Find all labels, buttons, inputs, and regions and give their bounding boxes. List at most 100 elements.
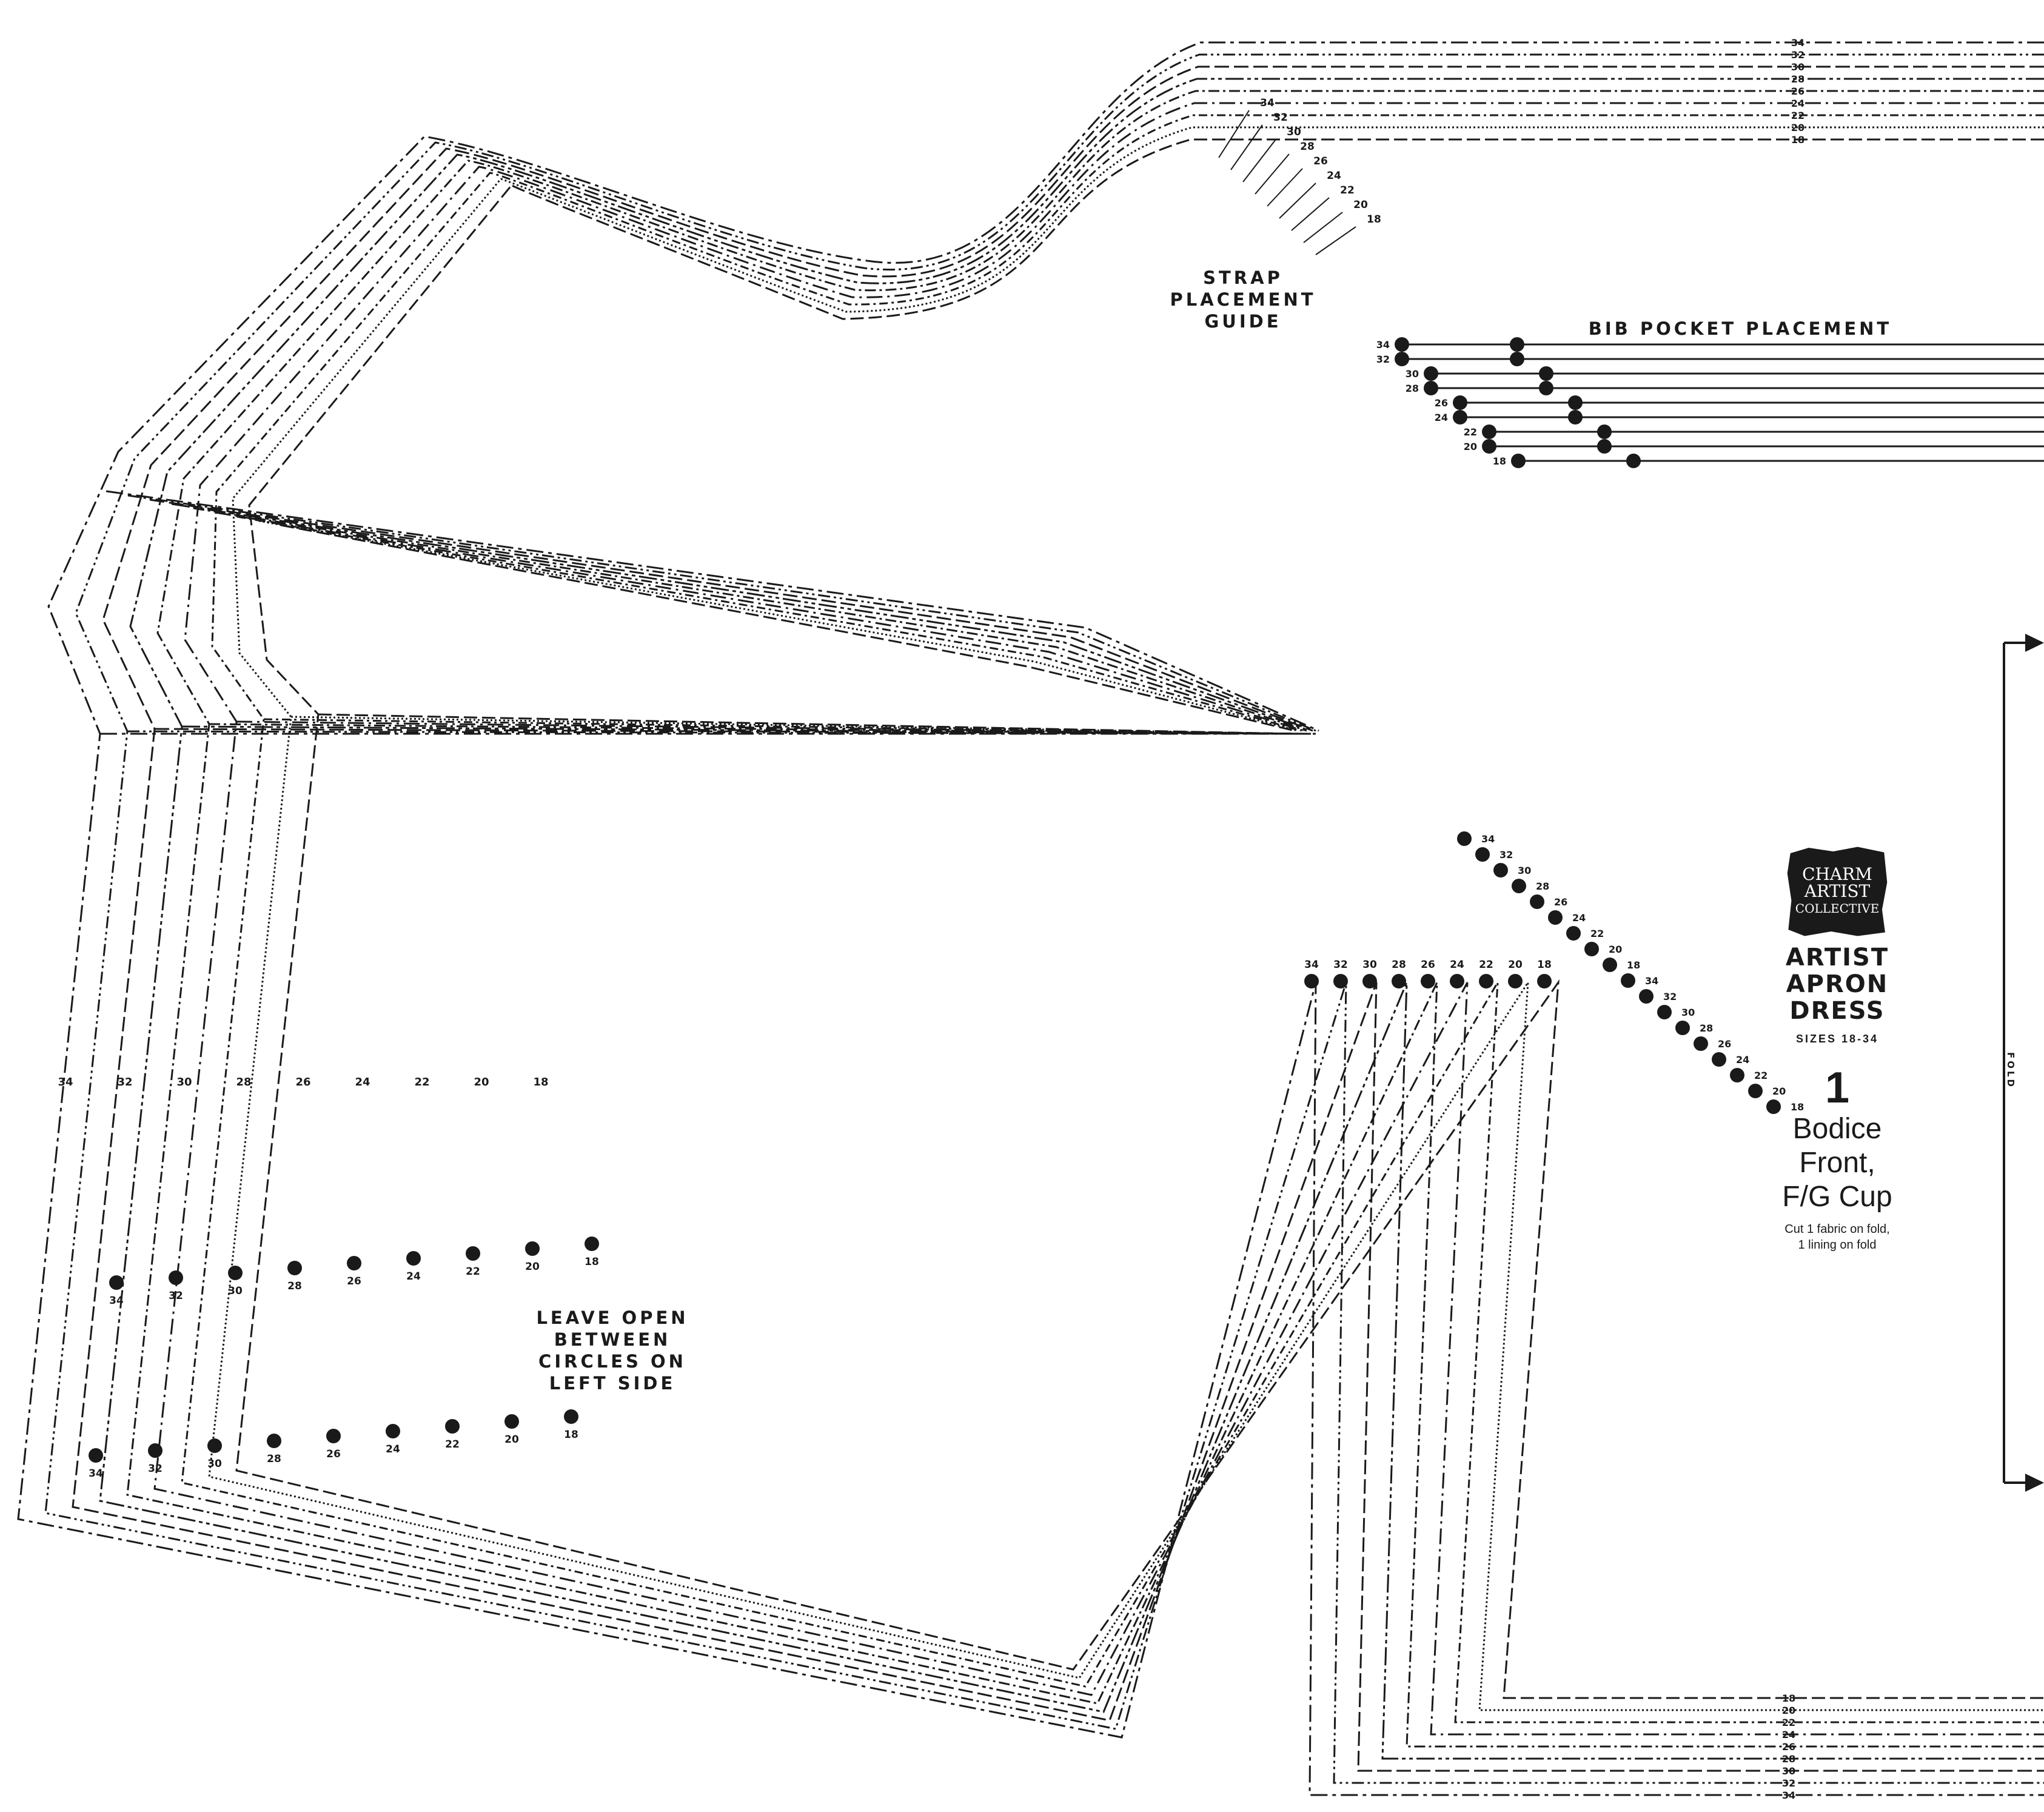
strap-size-label: 24 bbox=[1327, 170, 1341, 182]
strap-size-label: 22 bbox=[1340, 184, 1355, 196]
left-side-size-label: 28 bbox=[236, 1076, 251, 1089]
cluster-dot-label: 26 bbox=[1554, 896, 1567, 908]
cluster-dot-label: 24 bbox=[1572, 912, 1586, 924]
pattern-name-line: DRESS bbox=[1789, 997, 1885, 1025]
leave-open-dot bbox=[267, 1434, 281, 1448]
bottom-edge-size-label: 24 bbox=[1782, 1729, 1795, 1740]
bib-pocket-dot bbox=[1597, 439, 1612, 454]
bib-pocket-dot bbox=[1453, 395, 1467, 410]
cluster-dot bbox=[1584, 942, 1599, 956]
bib-pocket-dot bbox=[1424, 381, 1438, 395]
cluster-dot bbox=[1457, 831, 1472, 846]
bib-pocket-size-label: 32 bbox=[1376, 354, 1390, 365]
leave-open-dot bbox=[228, 1266, 243, 1280]
leave-open-dot-label: 20 bbox=[504, 1434, 519, 1446]
piece-name-line: F/G Cup bbox=[1782, 1181, 1892, 1213]
top-edge-size-label: 28 bbox=[1791, 73, 1804, 85]
leave-open-dot bbox=[287, 1261, 302, 1275]
strap-size-label: 32 bbox=[1273, 112, 1288, 124]
cluster-dot bbox=[1694, 1036, 1708, 1051]
fold-label: FOLD bbox=[2005, 1052, 2016, 1090]
left-side-size-label: 26 bbox=[295, 1076, 310, 1089]
leave-open-line: LEAVE OPEN bbox=[536, 1307, 689, 1328]
top-edge-size-label: 18 bbox=[1791, 134, 1804, 146]
size-range: SIZES 18-34 bbox=[1795, 1033, 1879, 1045]
strap-guide-line bbox=[1242, 139, 1276, 183]
panel-dot bbox=[1392, 974, 1406, 988]
cluster-dot bbox=[1639, 989, 1654, 1004]
panel-dot-label: 26 bbox=[1421, 959, 1435, 971]
cluster-dot-label: 18 bbox=[1627, 959, 1640, 971]
cluster-dot-label: 30 bbox=[1518, 865, 1531, 876]
leave-open-dot bbox=[445, 1419, 460, 1434]
bib-pocket-dot bbox=[1453, 410, 1467, 424]
bottom-edge-size-label: 28 bbox=[1782, 1753, 1795, 1765]
top-edge-size-label: 34 bbox=[1791, 37, 1804, 49]
strap-size-label: 18 bbox=[1367, 213, 1381, 226]
leave-open-dot bbox=[347, 1256, 361, 1270]
left-side-size-label: 30 bbox=[176, 1076, 192, 1089]
cluster-dot bbox=[1603, 958, 1617, 972]
size-20-outline bbox=[208, 126, 2044, 1711]
strap-guide-line bbox=[1279, 183, 1316, 219]
panel-dot bbox=[1333, 974, 1348, 988]
leave-open-dot-label: 30 bbox=[207, 1458, 222, 1470]
bib-pocket-dot bbox=[1568, 395, 1583, 410]
cluster-dot bbox=[1493, 863, 1508, 877]
bib-pocket-dot bbox=[1568, 410, 1583, 424]
leave-open-dot-label: 20 bbox=[525, 1261, 540, 1273]
leave-open-dot bbox=[585, 1237, 599, 1251]
cluster-dot bbox=[1475, 847, 1490, 862]
pattern-name-line: ARTIST bbox=[1785, 944, 1889, 971]
bib-pocket-dot bbox=[1482, 439, 1496, 454]
leave-open-dot-label: 24 bbox=[406, 1270, 421, 1283]
left-side-size-label: 22 bbox=[414, 1076, 429, 1089]
cluster-dot-label: 24 bbox=[1736, 1054, 1749, 1065]
bottom-edge-size-label: 30 bbox=[1782, 1765, 1795, 1777]
strap-size-label: 28 bbox=[1300, 141, 1315, 153]
bib-pocket-size-label: 28 bbox=[1406, 383, 1419, 394]
strap-size-label: 20 bbox=[1353, 199, 1368, 211]
top-edge-size-label: 30 bbox=[1791, 61, 1804, 73]
cluster-dot-label: 28 bbox=[1700, 1022, 1713, 1034]
bottom-edge-size-label: 34 bbox=[1782, 1790, 1795, 1801]
panel-dot-label: 20 bbox=[1508, 959, 1523, 971]
leave-open-dot-label: 18 bbox=[585, 1256, 599, 1268]
cluster-dot bbox=[1730, 1068, 1744, 1082]
panel-dot-label: 22 bbox=[1479, 959, 1493, 971]
size-marks: 3418343434343434322032323232323230223030… bbox=[58, 37, 2044, 1801]
leave-open-dot bbox=[406, 1251, 421, 1266]
bib-pocket-dot bbox=[1597, 424, 1612, 439]
leave-open-dot-label: 22 bbox=[466, 1266, 480, 1278]
leave-open-dot-label: 24 bbox=[386, 1443, 400, 1455]
leave-open-line: BETWEEN bbox=[554, 1329, 671, 1350]
cluster-dot-label: 32 bbox=[1663, 991, 1677, 1002]
strap-guide-line bbox=[1267, 168, 1303, 207]
leave-open-dot-label: 22 bbox=[445, 1438, 460, 1451]
bottom-edge-size-label: 18 bbox=[1782, 1693, 1795, 1704]
size-22-dart bbox=[236, 515, 1301, 735]
strap-label-line: PLACEMENT bbox=[1170, 289, 1316, 310]
bib-pocket-dot bbox=[1395, 337, 1409, 352]
cluster-dot bbox=[1712, 1052, 1726, 1067]
top-edge-size-label: 24 bbox=[1791, 98, 1804, 109]
piece-name-line: Bodice bbox=[1792, 1113, 1882, 1145]
cut-line: 1 lining on fold bbox=[1798, 1238, 1877, 1252]
leave-open-dot bbox=[504, 1414, 519, 1429]
panel-dot bbox=[1304, 974, 1319, 988]
cluster-dot bbox=[1766, 1099, 1781, 1114]
bib-pocket-size-label: 24 bbox=[1435, 412, 1448, 423]
top-edge-size-label: 26 bbox=[1791, 86, 1804, 97]
leave-open-dot-label: 28 bbox=[287, 1280, 302, 1292]
cluster-dot bbox=[1548, 910, 1563, 925]
size-26-outline bbox=[126, 90, 2044, 1748]
strap-size-label: 26 bbox=[1313, 155, 1328, 167]
pattern-name-line: APRON bbox=[1786, 970, 1889, 998]
size-30-dart bbox=[149, 498, 1313, 735]
panel-dot-label: 28 bbox=[1392, 959, 1406, 971]
cluster-dot bbox=[1621, 973, 1635, 988]
leave-open-dot bbox=[326, 1429, 341, 1443]
leave-open-dot bbox=[525, 1241, 540, 1256]
leave-open-dot bbox=[169, 1270, 183, 1285]
